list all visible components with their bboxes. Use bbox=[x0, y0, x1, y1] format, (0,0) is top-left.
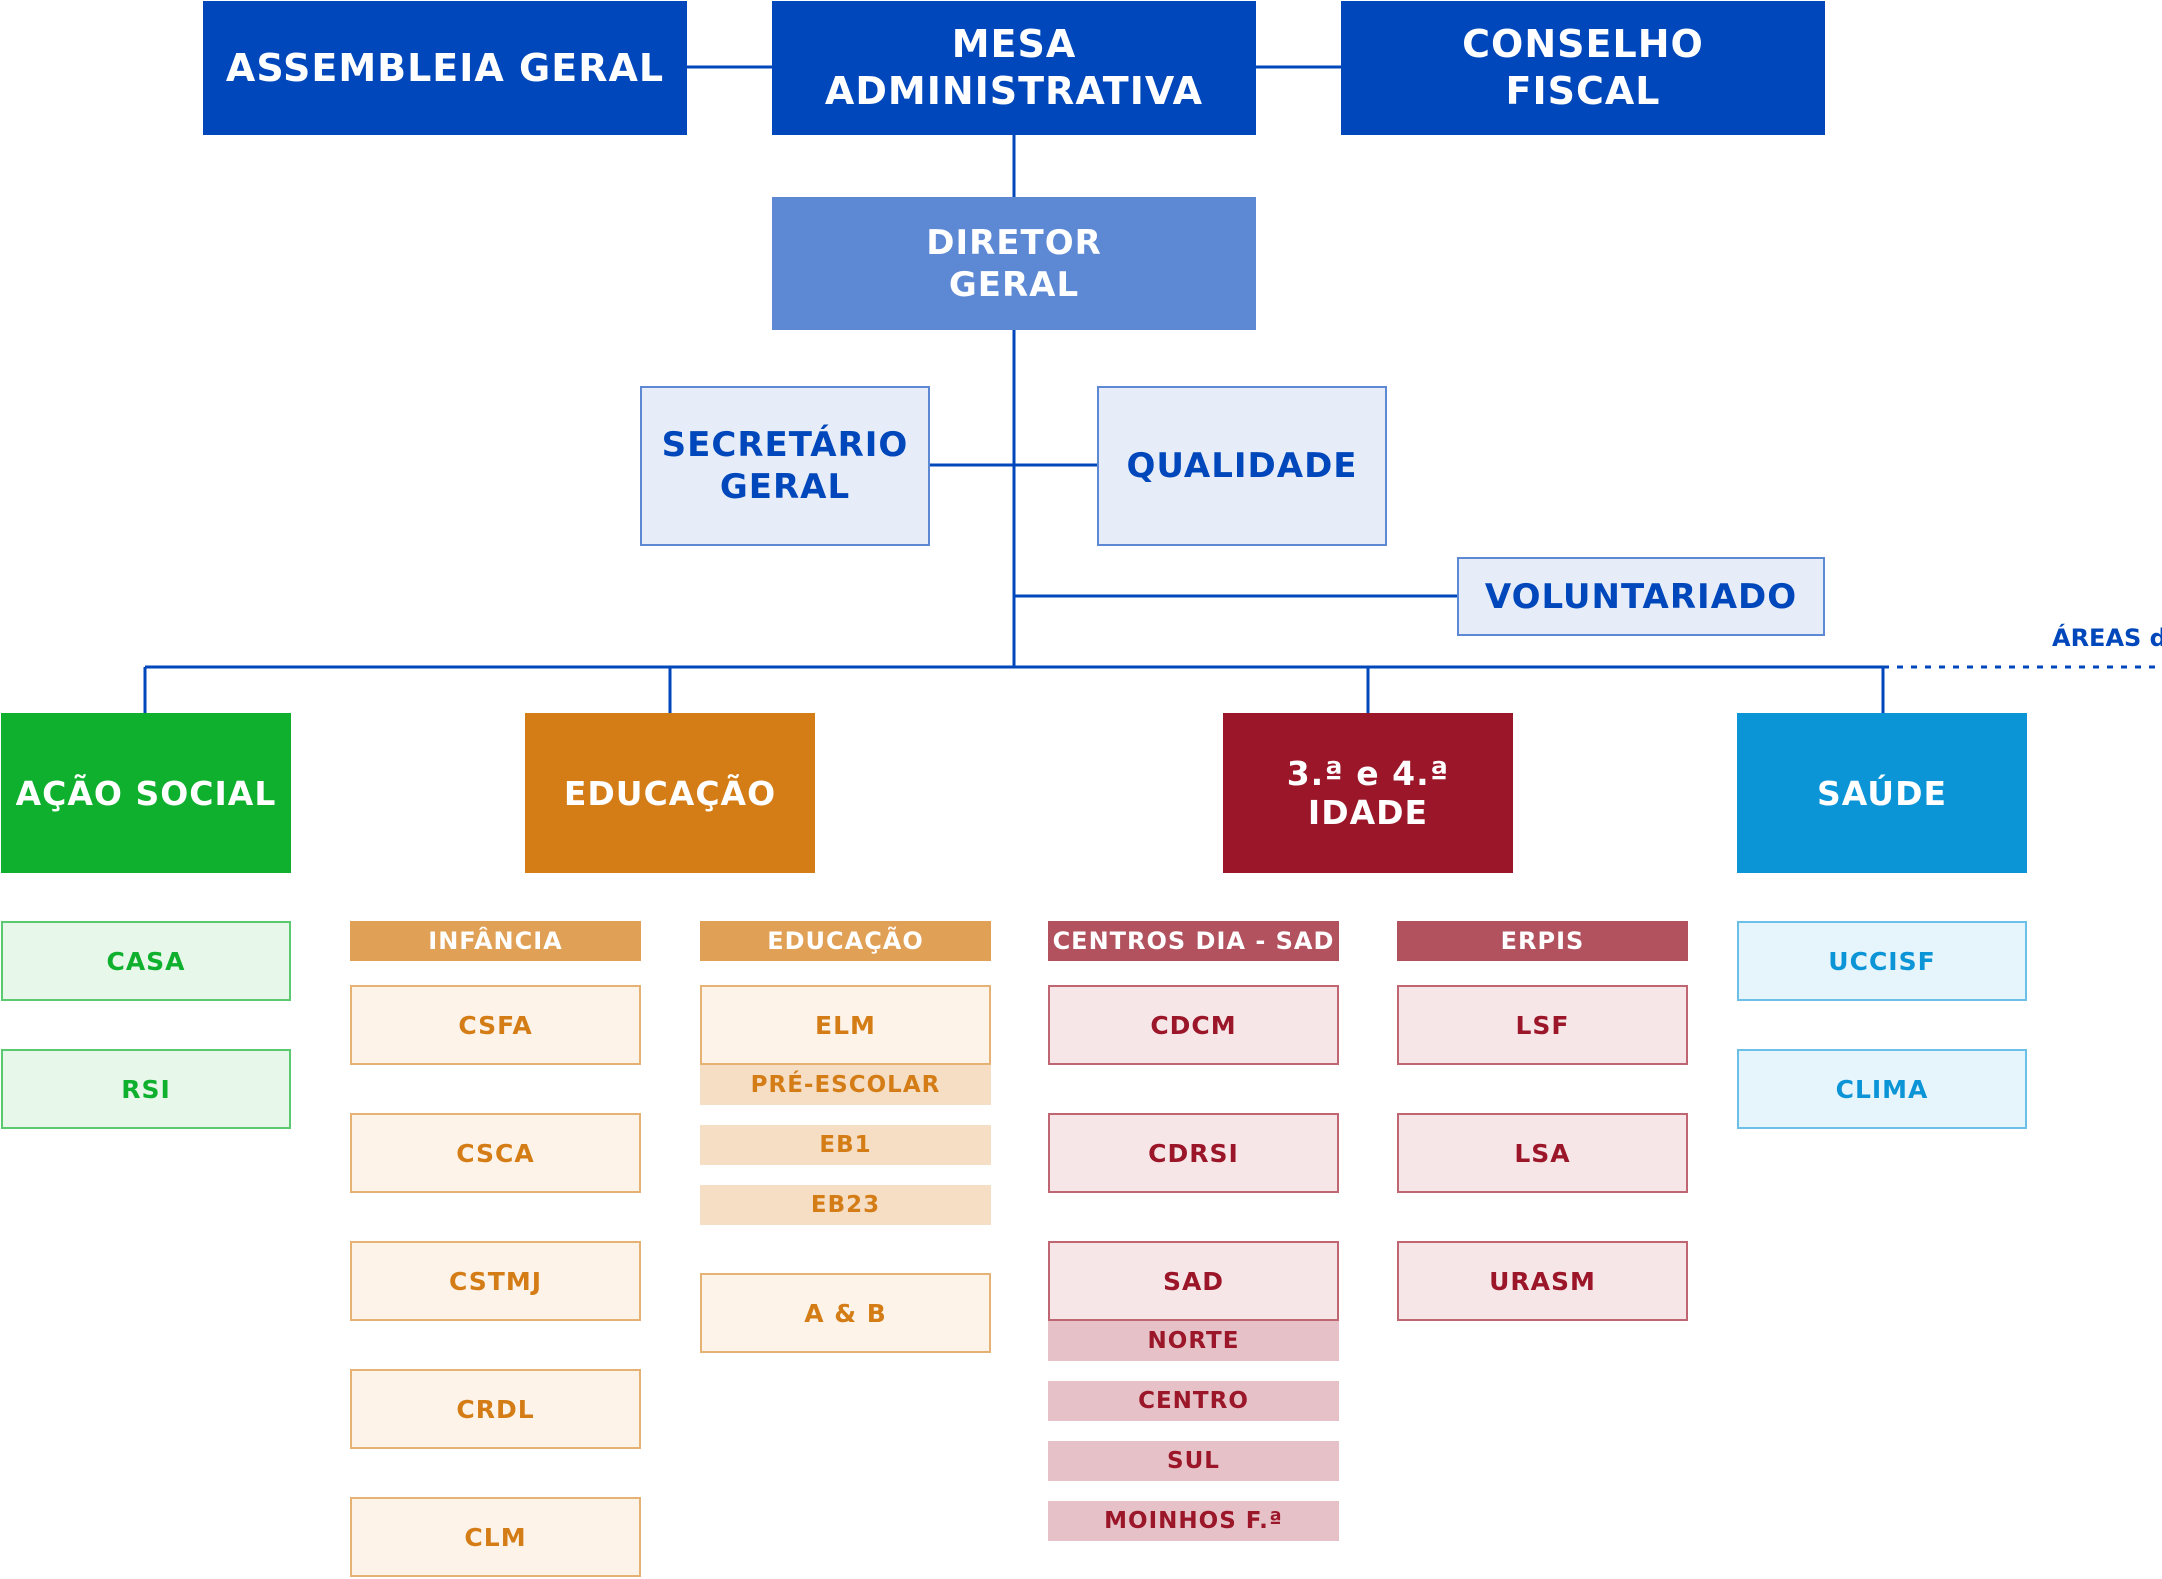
qualidade-box: QUALIDADE bbox=[1097, 386, 1387, 546]
header-infancia: INFÂNCIA bbox=[350, 921, 641, 961]
unit-crdl: CRDL bbox=[350, 1369, 641, 1449]
mesa-administrativa-box: MESA ADMINISTRATIVA bbox=[772, 1, 1256, 135]
unit-a-b: A & B bbox=[700, 1273, 991, 1353]
unit-csca: CSCA bbox=[350, 1113, 641, 1193]
area-saude: SAÚDE bbox=[1737, 713, 2027, 873]
unit-cdrsi: CDRSI bbox=[1048, 1113, 1339, 1193]
unit-csfa: CSFA bbox=[350, 985, 641, 1065]
unit-clm: CLM bbox=[350, 1497, 641, 1577]
area-acao-social: AÇÃO SOCIAL bbox=[1, 713, 291, 873]
conselho-fiscal-box: CONSELHO FISCAL bbox=[1341, 1, 1825, 135]
area-educacao: EDUCAÇÃO bbox=[525, 713, 815, 873]
header-educacao-sub: EDUCAÇÃO bbox=[700, 921, 991, 961]
assembleia-geral-box: ASSEMBLEIA GERAL bbox=[203, 1, 687, 135]
secretario-geral-box: SECRETÁRIO GERAL bbox=[640, 386, 930, 546]
unit-casa: CASA bbox=[1, 921, 291, 1001]
unit-sad: SAD bbox=[1048, 1241, 1339, 1321]
unit-elm: ELM bbox=[700, 985, 991, 1065]
level-eb1: EB1 bbox=[700, 1125, 991, 1165]
zone-sul: SUL bbox=[1048, 1441, 1339, 1481]
diretor-geral-box: DIRETOR GERAL bbox=[772, 197, 1256, 330]
zone-norte: NORTE bbox=[1048, 1321, 1339, 1361]
unit-lsa: LSA bbox=[1397, 1113, 1688, 1193]
zone-moinhos: MOINHOS F.ª bbox=[1048, 1501, 1339, 1541]
unit-clima: CLIMA bbox=[1737, 1049, 2027, 1129]
unit-rsi: RSI bbox=[1, 1049, 291, 1129]
unit-cdcm: CDCM bbox=[1048, 985, 1339, 1065]
zone-centro: CENTRO bbox=[1048, 1381, 1339, 1421]
unit-urasm: URASM bbox=[1397, 1241, 1688, 1321]
unit-uccisf: UCCISF bbox=[1737, 921, 2027, 1001]
level-pre-escolar: PRÉ-ESCOLAR bbox=[700, 1065, 991, 1105]
level-eb23: EB23 bbox=[700, 1185, 991, 1225]
unit-cstmj: CSTMJ bbox=[350, 1241, 641, 1321]
voluntariado-box: VOLUNTARIADO bbox=[1457, 557, 1825, 636]
area-idade: 3.ª e 4.ª IDADE bbox=[1223, 713, 1513, 873]
areas-label: ÁREAS d bbox=[2052, 624, 2162, 652]
header-centros-dia-sad: CENTROS DIA - SAD bbox=[1048, 921, 1339, 961]
unit-lsf: LSF bbox=[1397, 985, 1688, 1065]
header-erpis: ERPIS bbox=[1397, 921, 1688, 961]
